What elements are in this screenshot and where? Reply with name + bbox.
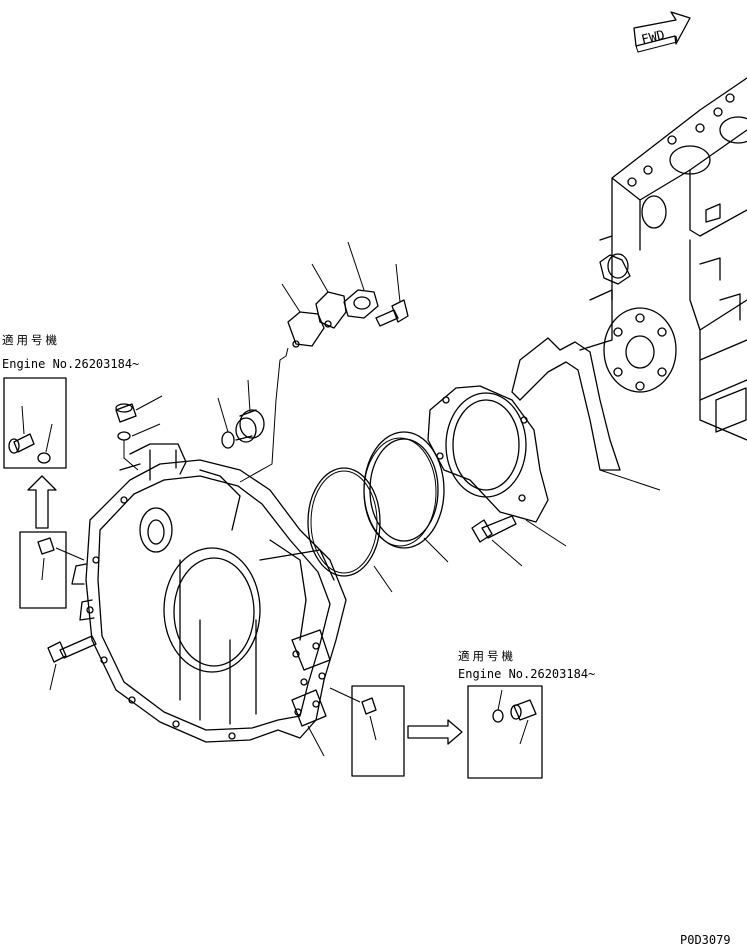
note-right-line2: Engine No.26203184~ <box>458 667 595 681</box>
rear-cover-gasket <box>511 337 621 471</box>
fwd-label: FWD <box>640 28 667 48</box>
note-right-line1: 適用号機 <box>458 649 516 663</box>
flange-plate <box>343 289 379 319</box>
new-washer-left <box>37 452 51 464</box>
seal-ring <box>221 431 235 449</box>
arrow-right <box>407 719 463 745</box>
new-plug-left <box>8 433 35 454</box>
oil-seal <box>363 431 445 549</box>
figure-code: P0D3079 <box>680 933 731 947</box>
sleeve-plug <box>235 409 265 443</box>
arrow-up-left <box>27 475 57 529</box>
housing-mounting-bolt <box>47 635 97 663</box>
rear-seal-housing <box>427 385 549 523</box>
cylinder-block <box>579 77 747 441</box>
plug <box>115 403 137 423</box>
o-ring <box>307 467 381 577</box>
new-part-box-right <box>467 685 543 779</box>
plug-washer <box>117 431 131 441</box>
flywheel-housing <box>71 443 347 743</box>
old-part-box-left <box>19 531 67 609</box>
note-left-line2: Engine No.26203184~ <box>2 357 139 371</box>
cover-gasket <box>315 291 347 329</box>
new-washer-right <box>492 709 504 723</box>
fwd-arrow-icon: FWD <box>633 11 691 53</box>
old-part-box-right <box>351 685 405 777</box>
new-part-box-left <box>3 377 67 469</box>
housing-bolt <box>471 515 517 543</box>
flange-bolt <box>375 299 409 327</box>
new-plug-right <box>510 699 537 721</box>
note-left-line1: 適用号機 <box>2 333 60 347</box>
